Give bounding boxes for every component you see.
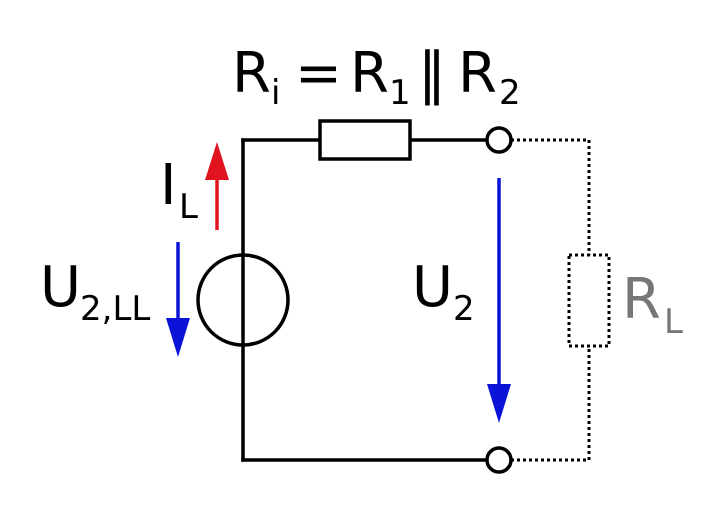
formula-r2: R [458,41,497,106]
formula-i-sub: i [271,73,280,113]
output-voltage-arrow [487,178,511,423]
terminal-top[interactable] [485,126,513,154]
internal-resistor [318,119,412,161]
load-label-main: R [622,267,661,332]
load-wire-bottom [511,346,591,462]
load-wire-top [511,138,591,255]
load-label: R L [622,267,683,342]
source-voltage-arrow [166,242,190,357]
load-resistor [567,253,611,348]
current-label: I L [160,153,198,227]
source-voltage-label: U 2,LL [40,255,150,329]
current-label-sub: L [179,187,198,227]
output-voltage-sub: 2 [453,289,475,329]
source-voltage-main: U [40,255,81,320]
terminal-bottom[interactable] [485,446,513,474]
load-label-sub: L [664,302,683,342]
formula-parallel: ‖ [418,41,446,106]
formula-label: R i = R 1 ‖ R 2 [232,41,521,113]
output-voltage-label: U 2 [412,255,475,329]
formula-one-sub: 1 [389,73,411,113]
load-wiring [511,138,591,462]
source-voltage-sub: 2,LL [80,289,150,329]
formula-r: R [232,41,271,106]
output-voltage-main: U [412,255,453,320]
formula-two-sub: 2 [499,73,521,113]
current-label-main: I [160,153,177,218]
formula-eq: = [295,41,342,106]
formula-r1: R [350,41,389,106]
current-arrow [205,142,229,230]
